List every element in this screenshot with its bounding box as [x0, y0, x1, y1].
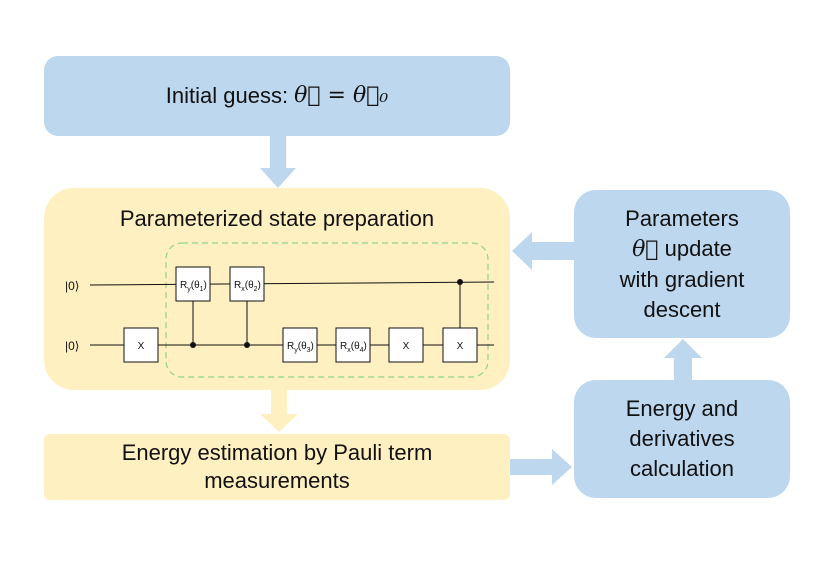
parameters-update-box: Parameters θ⃗ update with gradient desce… — [574, 190, 790, 338]
initial-guess-math: θ⃗ = θ⃗₀ — [294, 83, 389, 108]
gate-cnot-x: X — [442, 327, 478, 363]
svg-text:Ry(θ1): Ry(θ1) — [180, 280, 207, 293]
qubit-wire-0 — [89, 281, 495, 286]
initial-guess-label: Initial guess: — [165, 83, 289, 108]
arrow-estimation-to-calculation — [510, 449, 572, 485]
gate-rx-theta2: Rx(θ2) — [229, 266, 265, 302]
state-preparation-title: Parameterized state preparation — [119, 206, 435, 231]
parameters-line1: Parameters — [625, 205, 739, 231]
energy-calc-line2: derivatives — [629, 426, 735, 451]
qubit-1-label: |0⟩ — [65, 339, 79, 353]
energy-estimation-line1: Energy estimation by Pauli term — [121, 440, 433, 465]
gate-x-2: X — [388, 327, 424, 363]
svg-text:Rx(θ4): Rx(θ4) — [340, 341, 367, 354]
theta-vector: θ⃗ — [632, 236, 659, 262]
parameters-line2: θ⃗ update — [632, 235, 732, 262]
qubit-0-label: |0⟩ — [65, 279, 79, 293]
svg-text:X: X — [457, 341, 464, 352]
state-preparation-box: Parameterized state preparation — [44, 188, 510, 390]
svg-text:X: X — [138, 341, 145, 352]
svg-text:Rx(θ2): Rx(θ2) — [234, 280, 261, 293]
gate-rx-theta4: Rx(θ4) — [335, 327, 371, 363]
svg-text:Ry(θ3): Ry(θ3) — [287, 341, 314, 354]
parameters-line3: with gradient — [619, 266, 745, 292]
gate-x-1: X — [123, 327, 159, 363]
arrow-calculation-to-parameters — [664, 339, 702, 380]
parameters-line4: descent — [643, 296, 721, 322]
arrow-parameters-to-prep — [512, 232, 574, 270]
energy-estimation-line2: measurements — [204, 468, 350, 493]
arrow-prep-to-energy-estimation — [260, 390, 298, 432]
energy-calc-line3: calculation — [630, 456, 734, 481]
initial-guess-box: Initial guess: θ⃗ = θ⃗₀ — [44, 56, 510, 136]
energy-estimation-box: Energy estimation by Pauli term measurem… — [44, 434, 510, 500]
gate-ry-theta1: Ry(θ1) — [175, 266, 211, 302]
control-dot-1 — [190, 342, 196, 348]
svg-text:X: X — [403, 341, 410, 352]
energy-calculation-box: Energy and derivatives calculation — [574, 380, 790, 498]
control-dot-3 — [457, 279, 463, 285]
control-dot-2 — [244, 342, 250, 348]
gate-ry-theta3: Ry(θ3) — [282, 327, 318, 363]
ansatz-dashed-region — [165, 242, 489, 378]
arrow-initial-to-prep — [260, 136, 296, 188]
energy-calc-line1: Energy and — [625, 396, 739, 421]
